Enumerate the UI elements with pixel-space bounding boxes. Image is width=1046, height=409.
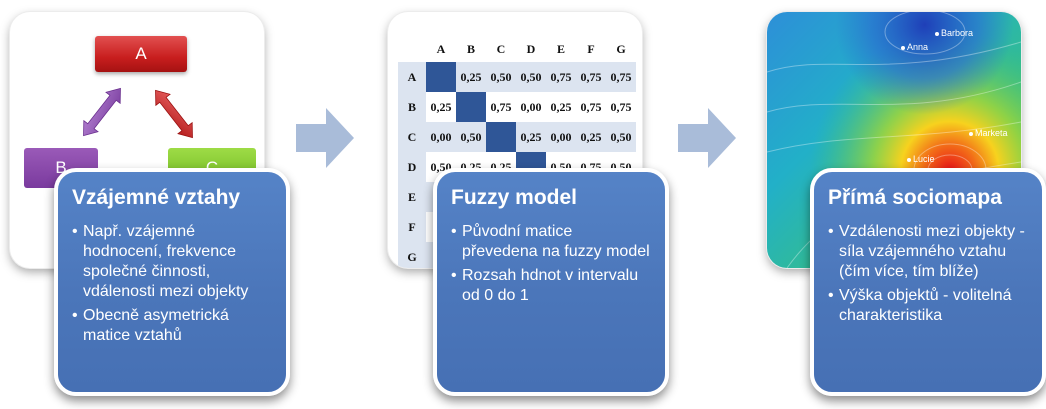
matrix-cell: 0,25 <box>516 122 546 152</box>
matrix-cell: 0,75 <box>486 92 516 122</box>
matrix-row-header: G <box>398 242 426 268</box>
map-label-lucie: Lucie <box>907 154 935 164</box>
card-fuzzy-model: Fuzzy model Původní matice převedena na … <box>433 168 669 396</box>
matrix-row-header: E <box>398 182 426 212</box>
matrix-cell: 0,75 <box>576 62 606 92</box>
matrix-cell: 0,25 <box>456 62 486 92</box>
matrix-row-header: A <box>398 62 426 92</box>
map-label-marketa: Marketa <box>969 128 1008 138</box>
matrix-cell: 0,00 <box>426 122 456 152</box>
arrow-a-c <box>155 89 193 139</box>
matrix-row-header: B <box>398 92 426 122</box>
matrix-cell: 0,75 <box>576 92 606 122</box>
matrix-cell: 0,00 <box>546 122 576 152</box>
matrix-row-header: F <box>398 212 426 242</box>
card-title: Přímá sociomapa <box>828 186 1002 209</box>
relationship-arrows <box>83 87 193 139</box>
card-bullet: Rozsah hdnot v intervalu od 0 do 1 <box>451 266 651 306</box>
card-bullets: Vzdálenosti mezi objekty - síla vzájemné… <box>828 222 1028 326</box>
matrix-column-header <box>398 36 426 62</box>
matrix-cell: 0,50 <box>456 122 486 152</box>
matrix-cell: 0,50 <box>516 62 546 92</box>
card-bullet: Výška objektů - volitelná charakteristik… <box>828 286 1028 326</box>
card-direct-sociomap: Přímá sociomapa Vzdálenosti mezi objekty… <box>810 168 1046 396</box>
matrix-diagonal-cell <box>486 122 516 152</box>
card-bullets: Původní matice převedena na fuzzy model … <box>451 222 651 306</box>
matrix-cell: 0,50 <box>606 122 636 152</box>
arrow-a-b <box>83 87 121 137</box>
flow-arrow-right-icon <box>296 108 354 168</box>
matrix-column-header: E <box>546 36 576 62</box>
matrix-cell: 0,75 <box>606 62 636 92</box>
matrix-column-header: B <box>456 36 486 62</box>
card-mutual-relations: Vzájemné vztahy Např. vzájemné hodnocení… <box>54 168 290 396</box>
matrix-column-header: C <box>486 36 516 62</box>
card-title: Fuzzy model <box>451 186 578 209</box>
matrix-row-header: C <box>398 122 426 152</box>
matrix-cell: 0,75 <box>546 62 576 92</box>
matrix-cell: 0,75 <box>606 92 636 122</box>
card-bullet: Obecně asymetrická matice vztahů <box>72 306 272 346</box>
map-label-anna: Anna <box>901 42 928 52</box>
card-bullet: Např. vzájemné hodnocení, frekvence spol… <box>72 222 272 302</box>
matrix-cell: 0,25 <box>576 122 606 152</box>
matrix-cell: 0,50 <box>486 62 516 92</box>
flow-arrow-right-icon <box>678 108 736 168</box>
card-bullet: Vzdálenosti mezi objekty - síla vzájemné… <box>828 222 1028 282</box>
matrix-cell: 0,00 <box>516 92 546 122</box>
node-a: A <box>95 36 187 72</box>
matrix-column-header: F <box>576 36 606 62</box>
matrix-column-header: G <box>606 36 636 62</box>
matrix-column-header: D <box>516 36 546 62</box>
card-title: Vzájemné vztahy <box>72 186 241 209</box>
matrix-diagonal-cell <box>426 62 456 92</box>
matrix-cell: 0,25 <box>546 92 576 122</box>
map-label-barbora: Barbora <box>935 28 973 38</box>
matrix-diagonal-cell <box>456 92 486 122</box>
matrix-column-header: A <box>426 36 456 62</box>
matrix-cell: 0,25 <box>426 92 456 122</box>
matrix-row-header: D <box>398 152 426 182</box>
card-bullets: Např. vzájemné hodnocení, frekvence spol… <box>72 222 272 346</box>
card-bullet: Původní matice převedena na fuzzy model <box>451 222 651 262</box>
